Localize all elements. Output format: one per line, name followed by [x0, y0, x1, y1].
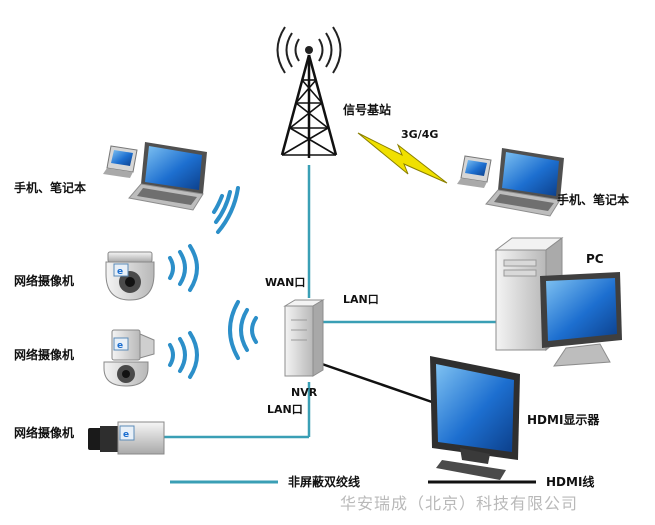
pc-label: PC	[586, 252, 604, 266]
ptz-camera-icon: e	[103, 329, 155, 387]
legend: 非屏蔽双绞线 HDMI线	[170, 474, 594, 489]
wifi-waves-icon	[168, 244, 199, 292]
laptop-icon	[128, 142, 207, 211]
mobile-right-label: 手机、笔记本	[557, 192, 629, 207]
watermark: 华安瑞成（北京）科技有限公司	[340, 494, 578, 513]
hdmi-cable	[321, 362, 433, 404]
lan-port-cam-label: LAN口	[267, 403, 303, 416]
svg-text:e: e	[117, 267, 123, 277]
box-camera-icon: e	[88, 421, 165, 455]
mobile-left-label: 手机、笔记本	[14, 180, 86, 195]
wan-port-label: WAN口	[265, 276, 305, 289]
nvr-label: NVR	[291, 386, 318, 399]
svg-text:e: e	[117, 341, 123, 351]
pda-icon	[457, 155, 492, 188]
connection-lines	[163, 165, 496, 439]
dome-camera-icon: e	[105, 251, 155, 301]
wifi-waves-icon	[168, 331, 199, 379]
legend-twisted-pair-label: 非屏蔽双绞线	[288, 474, 360, 489]
nvr-icon	[283, 299, 325, 377]
camera-3-label: 网络摄像机	[14, 425, 74, 440]
camera-1-label: 网络摄像机	[14, 273, 74, 288]
legend-hdmi-label: HDMI线	[546, 474, 594, 489]
monitor-icon	[540, 272, 622, 367]
lan-port-pc-label: LAN口	[343, 293, 379, 306]
lightning-bolt-icon	[357, 132, 448, 184]
hdmi-monitor-label: HDMI显示器	[527, 413, 600, 427]
camera-2-label: 网络摄像机	[14, 347, 74, 362]
wifi-waves-icon	[228, 300, 258, 360]
monitor-icon	[430, 356, 520, 480]
pda-icon	[103, 145, 138, 178]
wifi-waves-icon	[212, 186, 240, 234]
tower-label: 信号基站	[343, 102, 391, 117]
laptop-icon	[485, 148, 564, 217]
cell-tower-icon	[276, 26, 342, 158]
svg-text:e: e	[123, 430, 129, 440]
cellular-label: 3G/4G	[401, 128, 438, 141]
